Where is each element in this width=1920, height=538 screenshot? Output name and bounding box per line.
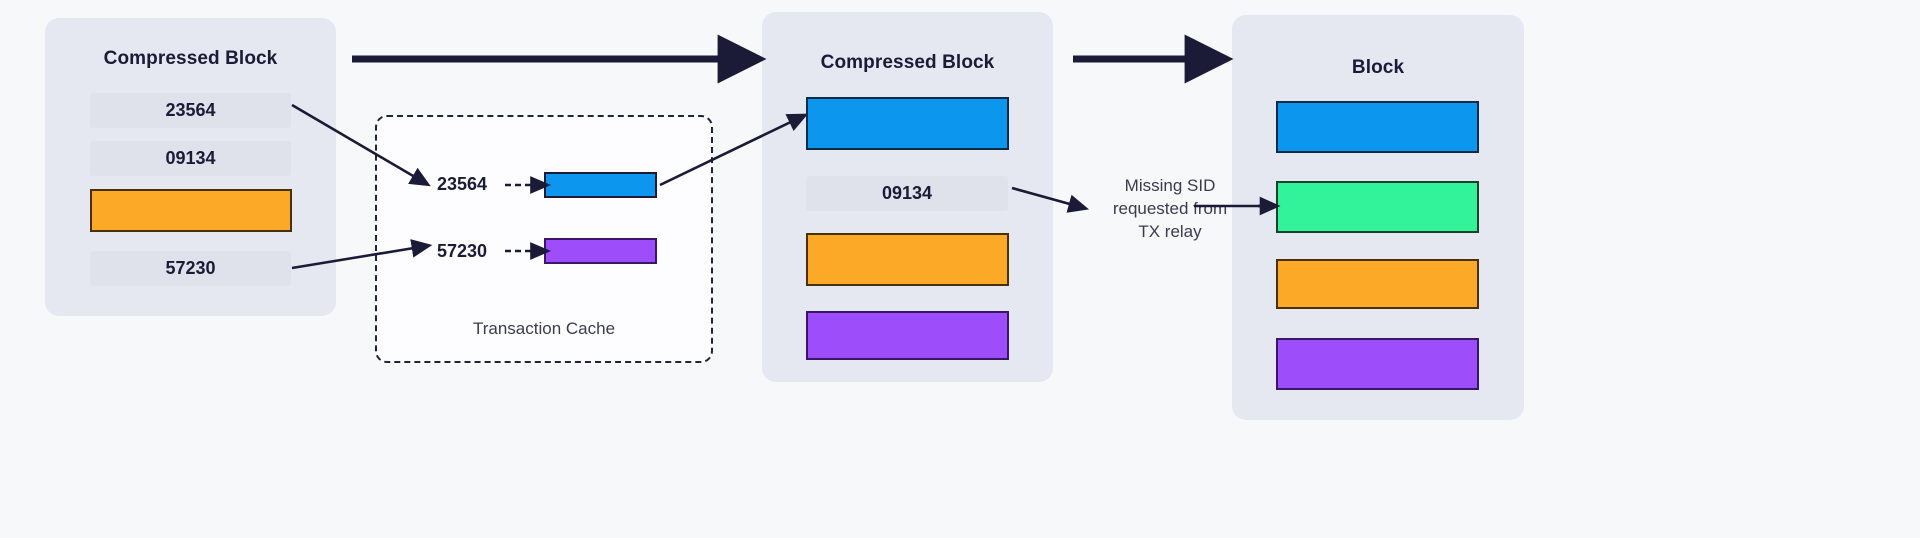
cache-sid-text-1: 57230	[437, 241, 488, 261]
left-sid-row-3[interactable]: 57230	[90, 251, 291, 286]
middle-tx-bar-orange[interactable]	[806, 233, 1009, 286]
middle-sid-label-1: 09134	[881, 183, 933, 203]
right-tx-bar-green[interactable]	[1276, 181, 1479, 233]
cache-entry-sid-0: 23564	[437, 174, 487, 195]
left-sid-label-3: 57230	[165, 258, 216, 278]
cache-entry-sid-1: 57230	[437, 241, 487, 262]
cache-sid-text-0: 23564	[437, 174, 488, 194]
cache-tx-chip-blue[interactable]	[544, 172, 657, 198]
right-tx-bar-purple[interactable]	[1276, 338, 1479, 390]
left-panel-title: Compressed Block	[103, 48, 278, 69]
middle-panel-title: Compressed Block	[820, 52, 995, 73]
left-sid-row-0[interactable]: 23564	[90, 93, 291, 128]
left-sid-label-1: 09134	[165, 148, 216, 168]
left-sid-row-1[interactable]: 09134	[90, 141, 291, 176]
middle-sid-row-1[interactable]: 09134	[806, 176, 1008, 211]
left-tx-bar-orange[interactable]	[90, 189, 292, 232]
right-panel-title: Block	[1351, 57, 1405, 78]
cache-tx-chip-purple[interactable]	[544, 238, 657, 264]
right-tx-bar-orange[interactable]	[1276, 259, 1479, 309]
middle-tx-bar-purple[interactable]	[806, 311, 1009, 360]
missing-sid-note: Missing SID requested from TX relay	[1112, 176, 1228, 241]
middle-tx-bar-blue[interactable]	[806, 97, 1009, 150]
right-tx-bar-blue[interactable]	[1276, 101, 1479, 153]
transaction-cache-label: Transaction Cache	[472, 319, 616, 338]
left-sid-label-0: 23564	[165, 100, 216, 120]
